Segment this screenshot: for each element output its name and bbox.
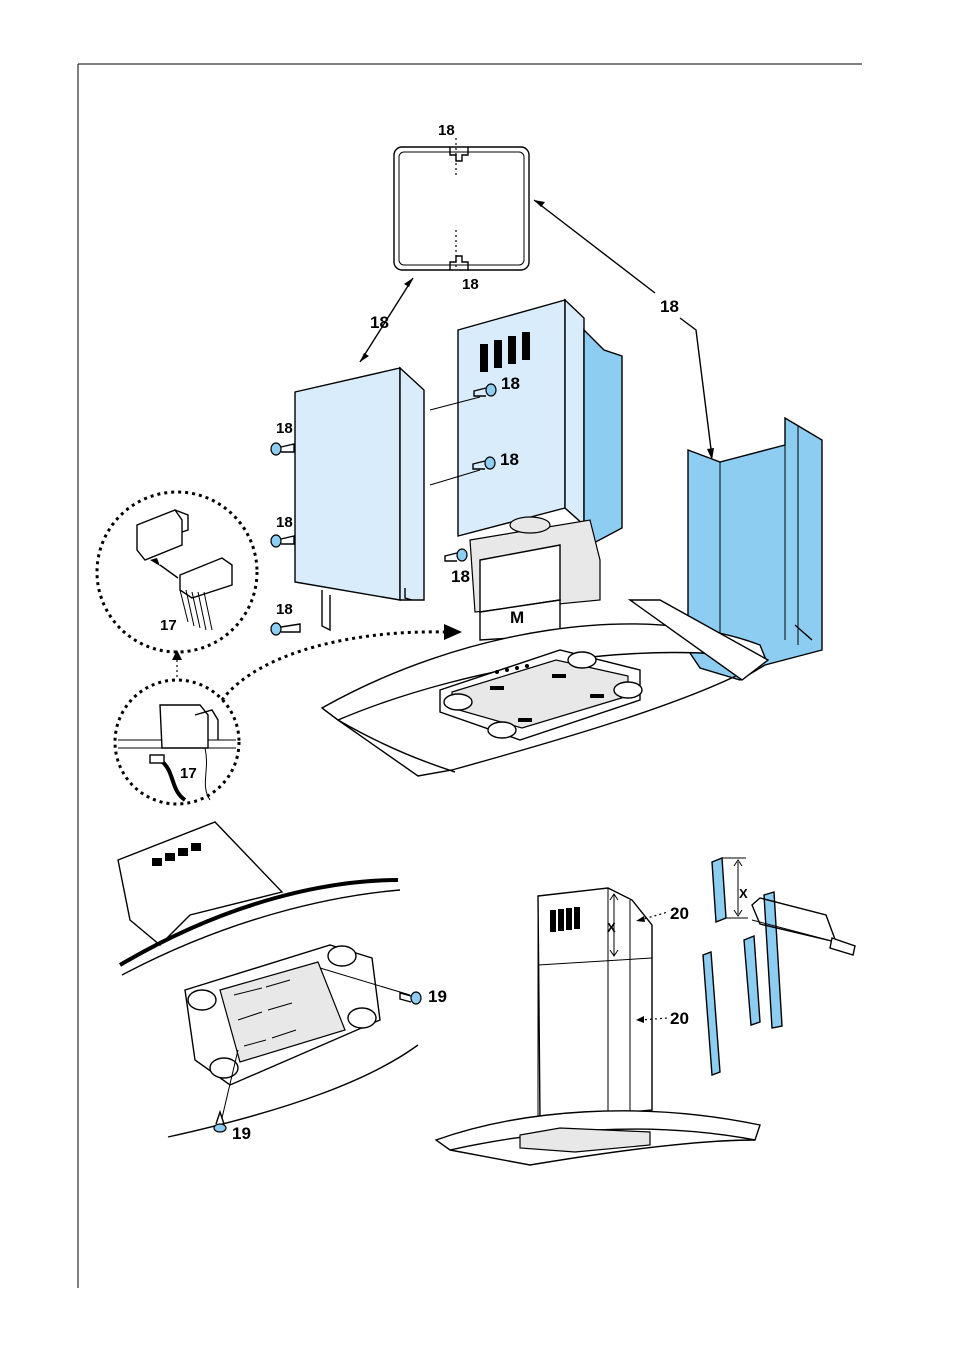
label-arrow-left: 18 <box>370 313 389 332</box>
screw-icon <box>271 443 294 455</box>
screw-icon <box>445 549 467 561</box>
label-screw-center-1: 18 <box>501 374 520 393</box>
screw-icon <box>400 992 421 1004</box>
label-filter-screw-2: 19 <box>232 1124 251 1143</box>
label-screw-left-1: 18 <box>276 420 293 437</box>
label-strip-lower: 20 <box>670 1009 689 1028</box>
label-screw-left-3: 18 <box>276 601 293 618</box>
label-screw-center-3: 18 <box>451 567 470 586</box>
center-chimney <box>430 300 622 640</box>
screw-icon <box>271 535 294 547</box>
label-dim-x-right: X <box>739 886 748 901</box>
label-screw-center-2: 18 <box>500 450 519 469</box>
strips-and-saw <box>703 858 855 1075</box>
label-screw-left-2: 18 <box>276 514 293 531</box>
label-filter-screw-1: 19 <box>428 987 447 1006</box>
label-panel-top-b: 18 <box>462 276 479 293</box>
label-panel-top-a: 18 <box>438 122 455 139</box>
label-connector-detail: 17 <box>160 617 177 634</box>
label-wiring-detail: 17 <box>180 765 197 782</box>
label-strip-upper: 20 <box>670 904 689 923</box>
wiring-detail-circle <box>115 680 239 804</box>
left-chimney-panel <box>295 368 424 630</box>
label-dim-x-left: X <box>607 920 616 935</box>
connector-detail-circle <box>97 492 257 652</box>
filter-removal-view <box>118 822 418 1137</box>
screw-icon <box>271 623 300 635</box>
label-motor: M <box>510 608 524 627</box>
label-arrow-right: 18 <box>660 297 679 316</box>
screw-icon <box>214 1112 226 1132</box>
chimney-cross-section <box>394 138 529 270</box>
